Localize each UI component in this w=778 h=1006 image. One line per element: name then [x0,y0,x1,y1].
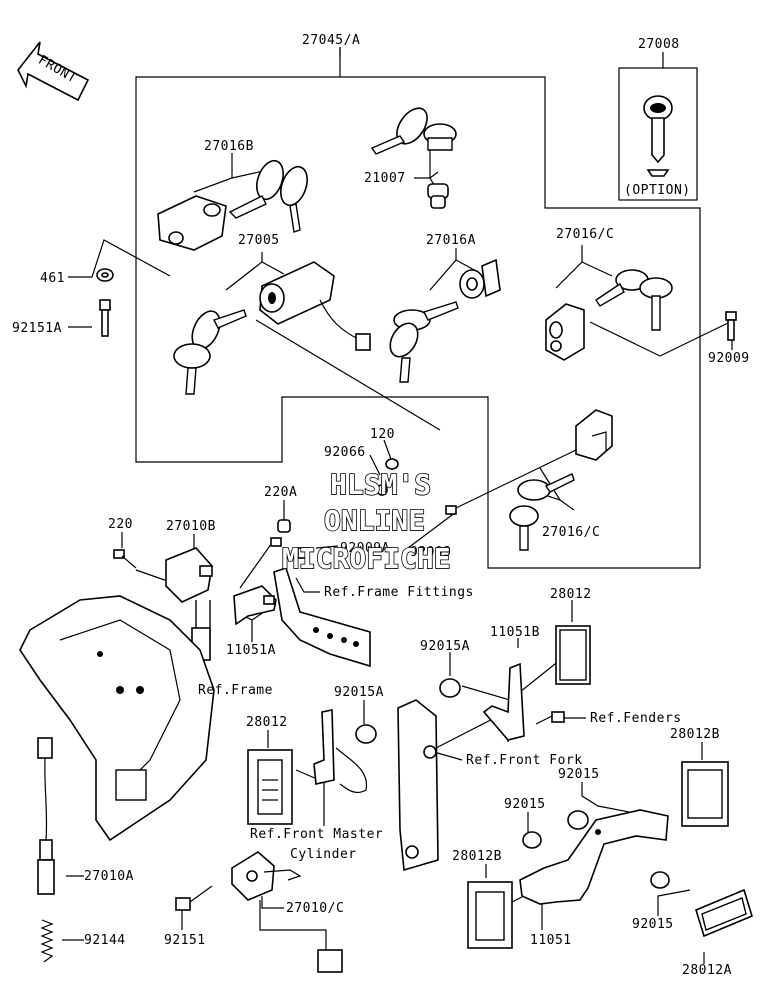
label-11051b: 11051B [490,625,540,640]
label-27016a: 27016A [426,233,476,248]
lock-housing-b-icon [157,195,227,251]
label-27016b: 27016B [204,139,254,154]
bolt-a-icon [99,299,111,337]
label-92015-right: 92015 [558,767,600,782]
label-92144: 92144 [84,933,126,948]
label-27016c-low: 27016/C [542,525,600,540]
key-icon [228,159,308,233]
screw-220-icon [113,549,137,569]
screw-right-icon [725,311,737,341]
label-28012-top: 28012 [550,587,592,602]
nut-right-icon [567,810,589,830]
bolt-icon [175,885,213,911]
key-set-switch-icon [173,309,247,395]
bolt-fenders-icon [535,711,565,725]
watermark-line2: ONLINE [324,504,425,537]
label-28012a: 28012A [682,963,732,978]
cap-icon [427,183,449,209]
key-option-icon [643,95,673,177]
key-set-a-icon [389,301,459,383]
label-92151a: 92151A [12,321,62,336]
label-21007: 21007 [364,171,406,186]
bracket-b-icon [439,662,525,741]
label-461: 461 [40,271,65,286]
label-92015-mid: 92015 [504,797,546,812]
label-92009a: 92009A [340,541,390,556]
label-27008: 27008 [638,37,680,52]
label-92015a-left: 92015A [334,685,384,700]
label-ref-master-2: Cylinder [290,847,357,862]
label-220: 220 [108,517,133,532]
reflector-b-low-icon [467,881,513,949]
label-ref-master-1: Ref.Front Master [250,827,383,842]
label-ref-frame: Ref.Frame [198,683,273,698]
label-27005: 27005 [238,233,280,248]
screw-220a-icon [270,519,291,547]
key-set-c-top-icon [595,269,673,331]
label-28012b-low: 28012B [452,849,502,864]
label-220a: 220A [264,485,297,500]
key-pair-top-icon [370,107,457,155]
label-ref-frame-fittings: Ref.Frame Fittings [324,585,474,600]
label-27010a: 27010A [84,869,134,884]
label-11051a: 11051A [226,643,276,658]
label-option: (OPTION) [624,183,691,198]
label-120: 120 [370,427,395,442]
label-92015a-top: 92015A [420,639,470,654]
reflector-a-icon [695,888,753,938]
pin-spring-icon [376,458,399,496]
label-11051: 11051 [530,933,572,948]
reflector-top-icon [555,625,591,685]
key-set-c-low-icon [509,473,575,551]
switch-a-icon [37,737,55,895]
label-92009-right: 92009 [708,351,750,366]
nut-a-icon [355,724,377,744]
reflector-left-icon [247,749,293,825]
label-ignition-set: 27045/A [302,33,360,48]
watermark-line3: MICROFICHE [282,542,451,575]
ignition-switch-icon [259,261,371,351]
reflector-b-right-icon [681,761,729,827]
bracket-a-icon [233,547,309,626]
label-92009-mid: 92009 [410,545,452,560]
fork-tube-icon [397,699,439,872]
label-92015-low: 92015 [632,917,674,932]
lock-cylinder-a-icon [459,258,501,299]
washer-icon [96,268,114,282]
label-ref-front-fork: Ref.Front Fork [466,753,583,768]
nut-mid-icon [522,831,542,849]
label-28012-left: 28012 [246,715,288,730]
screw-mid-icon [445,505,457,515]
master-bracket-icon [313,709,368,794]
spring-b-icon [40,919,54,963]
label-ref-fenders: Ref.Fenders [590,711,682,726]
lock-cylinder-c-icon [545,303,585,361]
watermark-line1: HLSM'S [330,468,431,501]
label-27010c: 27010/C [286,901,344,916]
frame-icon [19,595,215,842]
switch-c-icon [231,851,343,973]
label-92066: 92066 [324,445,366,460]
frame-fitting-icon [273,566,371,668]
label-27010b: 27010B [166,519,216,534]
bracket-main-icon [519,809,669,905]
front-arrow-icon: FRONT [17,41,90,102]
nut-low-right-icon [650,871,670,889]
label-92151: 92151 [164,933,206,948]
label-28012b-right: 28012B [670,727,720,742]
label-27016c-top: 27016/C [556,227,614,242]
switch-b-icon [165,547,213,661]
lock-housing-low-icon [575,409,613,461]
